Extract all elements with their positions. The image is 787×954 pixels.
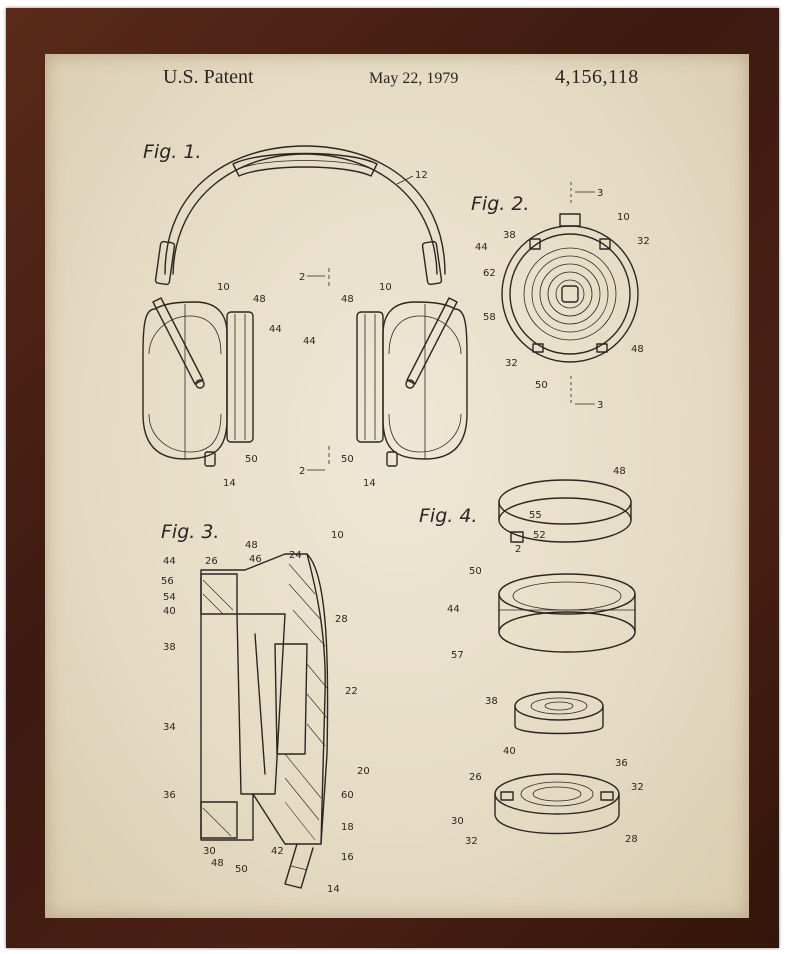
picture-frame: U.S. Patent May 22, 1979 4,156,118 Fig. … [6, 8, 779, 948]
label: 54 [163, 592, 176, 603]
label: 10 [617, 212, 630, 223]
label: 22 [345, 686, 358, 697]
label: 3 [597, 400, 603, 411]
fig2-earcup: Fig. 2. 3 10 38 [471, 182, 650, 411]
label: 44 [163, 556, 176, 567]
fig1-headphones: Fig. 1. [142, 141, 468, 489]
label: 58 [483, 312, 496, 323]
fig4-exploded: Fig. 4. [419, 466, 644, 847]
label: 2 [299, 466, 305, 477]
fig3-cross-section: Fig. 3. [161, 521, 370, 895]
fig2-title: Fig. 2. [471, 193, 529, 215]
label: 48 [211, 858, 224, 869]
label: 62 [483, 268, 496, 279]
label: 48 [613, 466, 626, 477]
label: 34 [163, 722, 176, 733]
fig4-title: Fig. 4. [419, 505, 477, 527]
fig1-title: Fig. 1. [143, 141, 201, 163]
label: 26 [205, 556, 218, 567]
label: 30 [203, 846, 216, 857]
label: 44 [303, 336, 316, 347]
label: 30 [451, 816, 464, 827]
label: 14 [327, 884, 340, 895]
label: 10 [331, 530, 344, 541]
label: 40 [503, 746, 516, 757]
label: 50 [341, 454, 354, 465]
label: 48 [341, 294, 354, 305]
label: 32 [631, 782, 644, 793]
label: 56 [161, 576, 174, 587]
label: 26 [469, 772, 482, 783]
patent-title: U.S. Patent [163, 66, 254, 88]
label: 48 [631, 344, 644, 355]
label: 50 [235, 864, 248, 875]
label: 32 [637, 236, 650, 247]
label: 52 [533, 530, 546, 541]
label: 42 [271, 846, 284, 857]
patent-number: 4,156,118 [555, 66, 639, 88]
label: 55 [529, 510, 542, 521]
label: 48 [253, 294, 266, 305]
label: 2 [299, 272, 305, 283]
label: 44 [447, 604, 460, 615]
label: 48 [245, 540, 258, 551]
label: 28 [625, 834, 638, 845]
label: 18 [341, 822, 354, 833]
label: 44 [269, 324, 282, 335]
label: 10 [217, 282, 230, 293]
label: 38 [503, 230, 516, 241]
patent-drawing: Fig. 1. [142, 141, 650, 895]
label: 10 [379, 282, 392, 293]
label: 40 [163, 606, 176, 617]
label: 46 [249, 554, 262, 565]
label: 32 [465, 836, 478, 847]
label: 36 [615, 758, 628, 769]
label: 3 [597, 188, 603, 199]
label: 20 [357, 766, 370, 777]
label: 50 [535, 380, 548, 391]
label: 44 [475, 242, 488, 253]
label: 36 [163, 790, 176, 801]
label: 14 [223, 478, 236, 489]
label: 2 [515, 544, 521, 555]
patent-date: May 22, 1979 [369, 70, 459, 87]
label: 50 [469, 566, 482, 577]
label: 38 [485, 696, 498, 707]
label: 57 [451, 650, 464, 661]
label: 38 [163, 642, 176, 653]
label: 60 [341, 790, 354, 801]
patent-print: U.S. Patent May 22, 1979 4,156,118 Fig. … [45, 54, 749, 918]
label: 12 [415, 170, 428, 181]
label: 16 [341, 852, 354, 863]
label: 32 [505, 358, 518, 369]
label: 14 [363, 478, 376, 489]
label: 24 [289, 550, 302, 561]
label: 50 [245, 454, 258, 465]
label: 28 [335, 614, 348, 625]
fig3-title: Fig. 3. [161, 521, 219, 543]
